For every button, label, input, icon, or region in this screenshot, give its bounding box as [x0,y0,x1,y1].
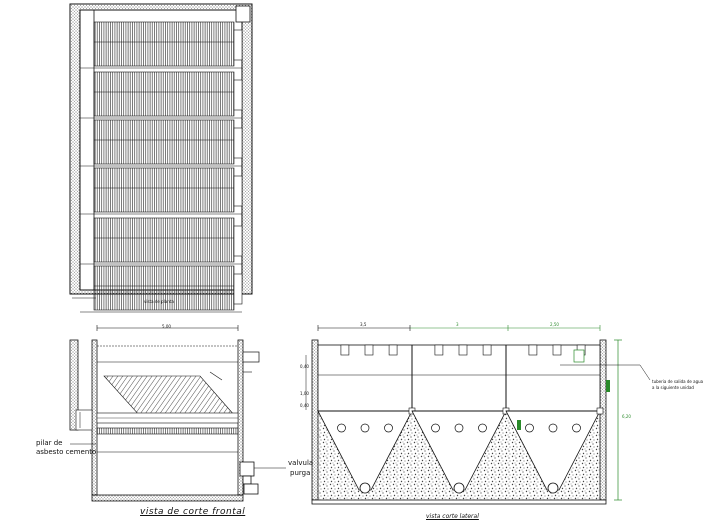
front-tank-floor [91,494,244,502]
lateral-dim-v3: 0,40 [300,403,309,408]
collection-notch [482,344,492,356]
lateral-sludge-hoppers [317,407,604,500]
outlet-note-line2: a la siguiente unidad [652,385,694,390]
valve-label-line1: valvula [288,459,314,467]
front-view-title: vista de corte frontal [140,507,246,517]
valve-label-line2: purga [290,469,311,477]
pillar-label-line1: pilar de [36,439,63,447]
sludge-hopper [505,407,604,494]
lateral-section-view [305,325,651,505]
front-inlet-pipe [242,351,260,363]
plan-plate-row [80,167,243,215]
purge-valve-icon [239,461,286,495]
front-inclined-plates [103,375,236,417]
plan-view [69,3,253,313]
lateral-dim-1: 3,5 [360,322,367,327]
outlet-note-line1: tuberia de salida de agua [652,379,704,384]
front-width-dimension-label: 5,00 [162,324,171,329]
collection-notch [528,344,538,356]
lateral-left-wall [311,339,319,501]
lateral-right-wall [599,339,607,501]
front-section-view [69,325,286,502]
collection-notch [458,344,468,356]
plan-plate-row [80,217,243,265]
lateral-chambers-frame [317,344,601,412]
collection-notch [364,344,374,356]
lateral-dim-v2: 1,00 [300,391,309,396]
front-pillar [75,409,93,431]
front-tank-left-wall [91,339,98,496]
lateral-dim-3: 2,50 [550,322,559,327]
lateral-dim-v1: 0,40 [300,364,309,369]
collection-notch [340,344,350,356]
plan-plate-row [80,71,243,119]
lateral-dim-2: 3 [456,322,459,327]
lateral-base-slab [311,499,607,505]
collection-notch [388,344,398,356]
collection-notch [552,344,562,356]
plan-view-title: vista de planta [144,299,174,304]
pillar-label-line2: asbesto cemento [36,448,97,456]
plan-plate-row [80,21,243,69]
plan-plate-row [80,119,243,167]
lateral-total-height-label: 6,20 [622,414,631,419]
collection-notch [434,344,444,356]
plan-inlet-box [235,5,251,23]
lateral-view-title: vista corte lateral [426,513,479,520]
lateral-outlet-pipe [560,364,651,381]
front-left-wall [69,339,79,431]
sludge-hopper [317,407,416,494]
plan-settler-plate-rows [80,10,243,313]
plan-plate-row [80,265,243,313]
